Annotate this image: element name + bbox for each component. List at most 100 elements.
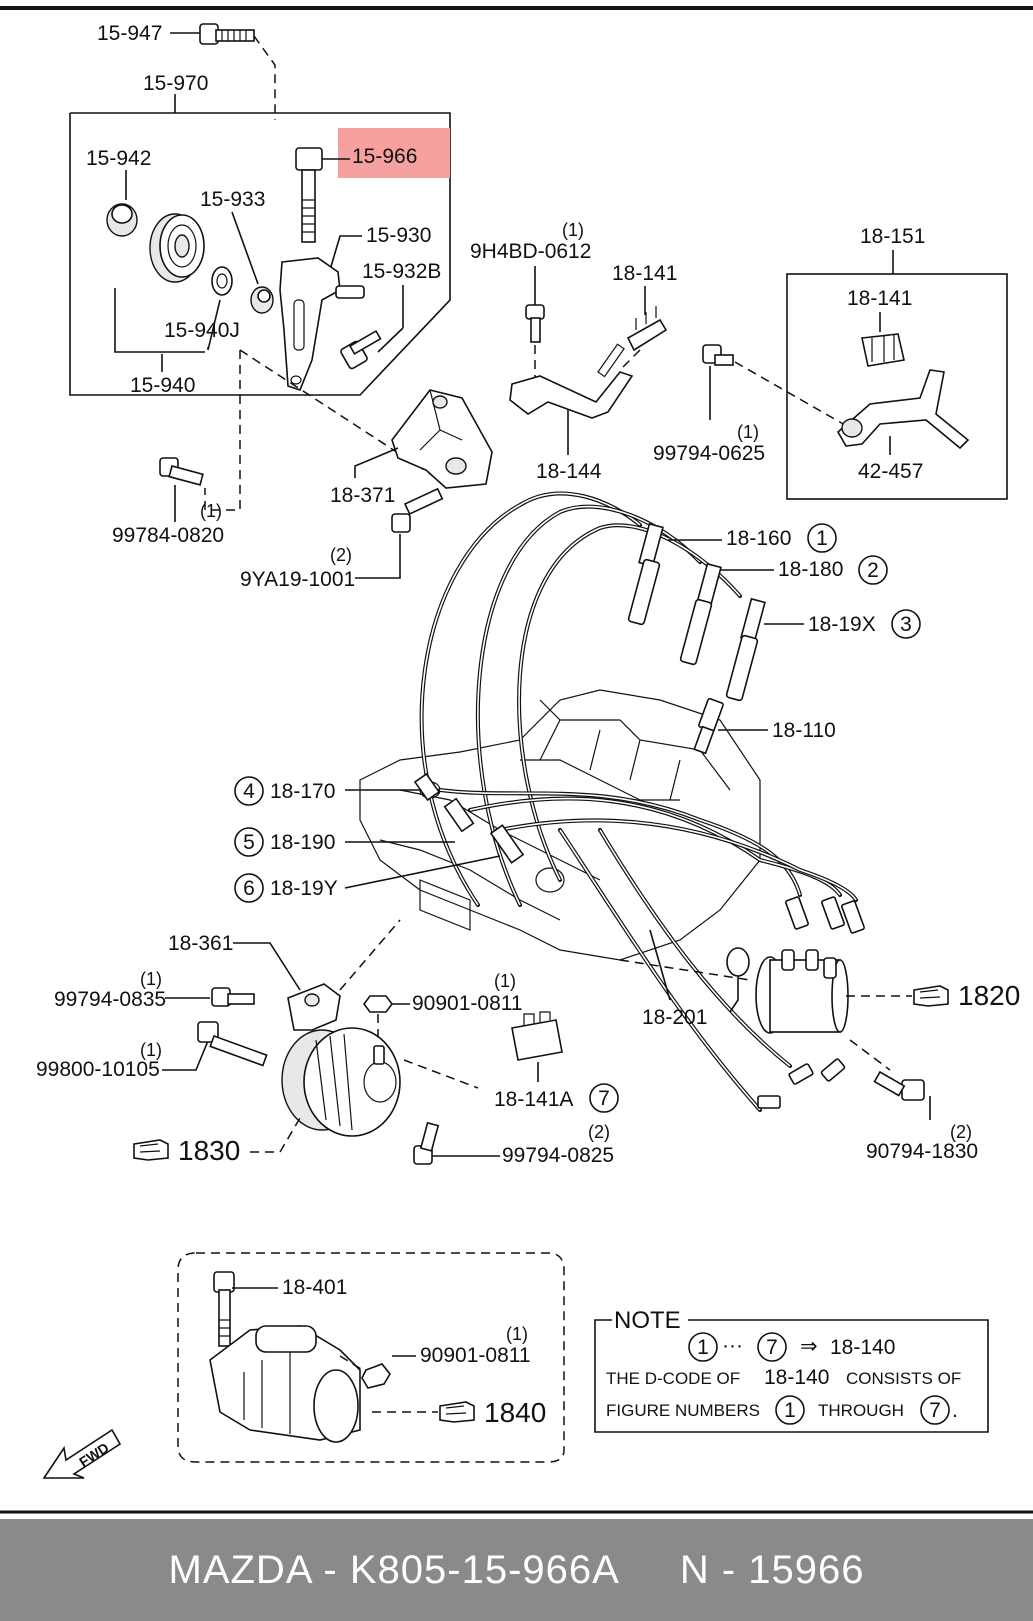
label-18-141-b[interactable]: 18-141: [847, 287, 912, 310]
label-90901-a-qty[interactable]: (1): [494, 971, 516, 991]
note-from[interactable]: 1: [697, 1336, 709, 1359]
label-18-361[interactable]: 18-361: [168, 932, 233, 955]
note-circle-a: [775, 1395, 805, 1425]
circle-7-a: [589, 1083, 619, 1113]
plug-boot-18-19x-icon: [725, 597, 766, 702]
note-line2-pre[interactable]: THE D-CODE OF: [606, 1369, 740, 1388]
label-90794-qty[interactable]: (2): [950, 1122, 972, 1142]
plug-boot-18-160-icon: [627, 522, 664, 626]
note-dots[interactable]: ···: [722, 1334, 743, 1357]
label-18-110[interactable]: 18-110: [772, 719, 836, 742]
circle-4-a-text[interactable]: 4: [243, 780, 255, 803]
ignition-leads-icon: [419, 491, 858, 1112]
label-99794-0825-qty[interactable]: (2): [588, 1122, 610, 1142]
label-15-930[interactable]: 15-930: [366, 224, 431, 247]
label-15-947[interactable]: 15-947: [97, 22, 162, 45]
bolt-99794-0825-icon: [413, 1121, 440, 1165]
note-title[interactable]: NOTE: [614, 1307, 681, 1334]
label-18-180[interactable]: 18-180: [778, 558, 843, 581]
label-99794-0625[interactable]: 99794-0625: [653, 442, 765, 465]
spark-plug-18-110-icon: [693, 697, 724, 755]
bracket-18-144-icon: [509, 343, 634, 419]
label-99800-qty[interactable]: (1): [140, 1040, 162, 1060]
label-15-940j[interactable]: 15-940J: [164, 319, 240, 342]
tensioner-group: 15-947 15-970 15-966 15-942 15-933: [69, 22, 451, 397]
circle-5-a: [234, 827, 264, 857]
circle-5-a-text[interactable]: 5: [243, 831, 255, 854]
starter-group-outline: [177, 1252, 565, 1463]
note-line2-post[interactable]: CONSISTS OF: [846, 1369, 961, 1388]
label-18-141a[interactable]: 18-141A: [494, 1088, 573, 1111]
label-18-170[interactable]: 18-170: [270, 780, 335, 803]
note-arrow[interactable]: ⇒: [800, 1335, 818, 1358]
label-18-141-a[interactable]: 18-141: [612, 262, 677, 285]
starter-motor-1840-icon: [209, 1325, 361, 1443]
note-line3-pre[interactable]: FIGURE NUMBERS: [606, 1401, 760, 1420]
label-99794-0625-qty[interactable]: (1): [737, 422, 759, 442]
circle-1-a-text[interactable]: 1: [816, 527, 828, 550]
label-15-940[interactable]: 15-940: [130, 374, 195, 397]
label-18-160[interactable]: 18-160: [726, 527, 791, 550]
circle-6-a-text[interactable]: 6: [243, 877, 255, 900]
note-code[interactable]: 18-140: [830, 1336, 895, 1359]
label-42-457[interactable]: 42-457: [858, 460, 923, 483]
note-line3-b[interactable]: 7: [929, 1399, 941, 1422]
footer-bar: MAZDA - K805-15-966A N - 15966: [0, 1519, 1033, 1621]
label-99794-0835-qty[interactable]: (1): [140, 969, 162, 989]
circle-2-a-text[interactable]: 2: [867, 559, 879, 582]
note-line3-end[interactable]: .: [952, 1399, 958, 1422]
label-15-933[interactable]: 15-933: [200, 188, 265, 211]
distributor-1820-icon: [755, 949, 849, 1034]
bracket-18-361-icon: [287, 983, 341, 1031]
label-15-942[interactable]: 15-942: [86, 147, 151, 170]
label-15-970[interactable]: 15-970: [143, 72, 208, 95]
note-box: NOTE 1 ··· 7 ⇒ 18-140 THE D-CODE OF 18-1…: [594, 1307, 989, 1433]
label-9h4bd-0612[interactable]: 9H4BD-0612: [470, 240, 591, 263]
bracket-42-457-icon: [836, 369, 970, 450]
label-90901-0811-b[interactable]: 90901-0811: [420, 1344, 531, 1367]
label-1820[interactable]: 1820: [958, 980, 1020, 1011]
label-18-401[interactable]: 18-401: [282, 1276, 347, 1299]
circle-7-a-text[interactable]: 7: [598, 1087, 610, 1110]
bolt-15-966-icon: [295, 147, 323, 243]
label-18-201[interactable]: 18-201: [642, 1006, 707, 1029]
note-line3-mid[interactable]: THROUGH: [818, 1401, 904, 1420]
label-9h4bd-qty[interactable]: (1): [562, 220, 584, 240]
label-9ya19-1001[interactable]: 9YA19-1001: [240, 568, 355, 591]
label-18-19x[interactable]: 18-19X: [808, 613, 876, 636]
label-18-144[interactable]: 18-144: [536, 460, 602, 483]
group-18-151-outline: [786, 273, 1008, 500]
label-18-151[interactable]: 18-151: [860, 225, 925, 248]
bolt-90794-icon: [873, 1070, 925, 1101]
label-15-932b[interactable]: 15-932B: [362, 260, 441, 283]
clip-18-141-b-icon: [861, 333, 905, 367]
pointing-hand-1840-icon: [439, 1401, 475, 1423]
label-99784-0820[interactable]: 99784-0820: [112, 524, 224, 547]
label-99794-0835[interactable]: 99794-0835: [54, 988, 166, 1011]
label-9ya19-qty[interactable]: (2): [330, 545, 352, 565]
label-18-19y[interactable]: 18-19Y: [270, 877, 338, 900]
note-line2-code[interactable]: 18-140: [764, 1366, 829, 1389]
note-line3-a[interactable]: 1: [784, 1399, 796, 1422]
label-99794-0825[interactable]: 99794-0825: [502, 1144, 614, 1167]
boot-18-19y-icon: [489, 824, 525, 864]
nut-90901-a-icon: [363, 995, 393, 1013]
label-90901-0811-a[interactable]: 90901-0811: [412, 992, 523, 1015]
circle-1-a: [807, 523, 837, 553]
bolt-9ya19-icon: [391, 487, 444, 533]
engine-block-icon: [359, 689, 761, 961]
label-99800-10105[interactable]: 99800-10105: [36, 1058, 160, 1081]
label-90794-1830[interactable]: 90794-1830: [866, 1140, 978, 1163]
label-90901-b-qty[interactable]: (1): [506, 1324, 528, 1344]
label-99784-qty[interactable]: (1): [200, 501, 222, 521]
bolt-99794-0835-icon: [211, 987, 255, 1007]
label-1830[interactable]: 1830: [178, 1135, 240, 1166]
bolt-99784-icon: [159, 457, 204, 486]
label-1840[interactable]: 1840: [484, 1397, 546, 1428]
label-18-190[interactable]: 18-190: [270, 831, 335, 854]
label-18-371[interactable]: 18-371: [330, 484, 395, 507]
circle-3-a-text[interactable]: 3: [900, 613, 912, 636]
label-15-966[interactable]: 15-966: [352, 145, 417, 168]
parts-diagram: 15-947 15-970 15-966 15-942 15-933: [0, 6, 1033, 1514]
note-to[interactable]: 7: [766, 1336, 778, 1359]
